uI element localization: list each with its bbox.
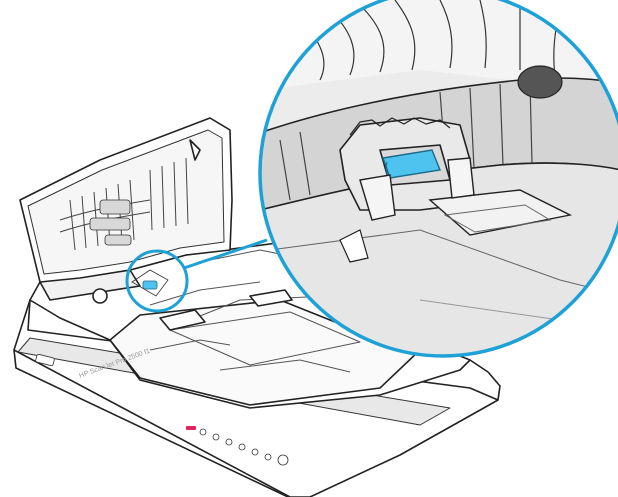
- power-indicator-light: [186, 426, 196, 430]
- zoom-circle-outline: [258, 0, 618, 358]
- control-button[interactable]: [212, 433, 220, 441]
- control-button[interactable]: [251, 448, 259, 456]
- separation-roller: [382, 149, 441, 179]
- highlight-small-circle: [125, 249, 189, 313]
- callout-connector-line: [183, 238, 268, 270]
- usb-port-icon: [35, 353, 55, 367]
- control-button[interactable]: [238, 443, 246, 451]
- zoom-detail-circle: [258, 0, 618, 358]
- control-button[interactable]: [225, 438, 233, 446]
- scanner-open-lid: [19, 117, 233, 283]
- scanner-body: [13, 239, 501, 497]
- power-button[interactable]: [277, 454, 289, 466]
- control-button[interactable]: [264, 453, 272, 461]
- control-button[interactable]: [199, 428, 207, 436]
